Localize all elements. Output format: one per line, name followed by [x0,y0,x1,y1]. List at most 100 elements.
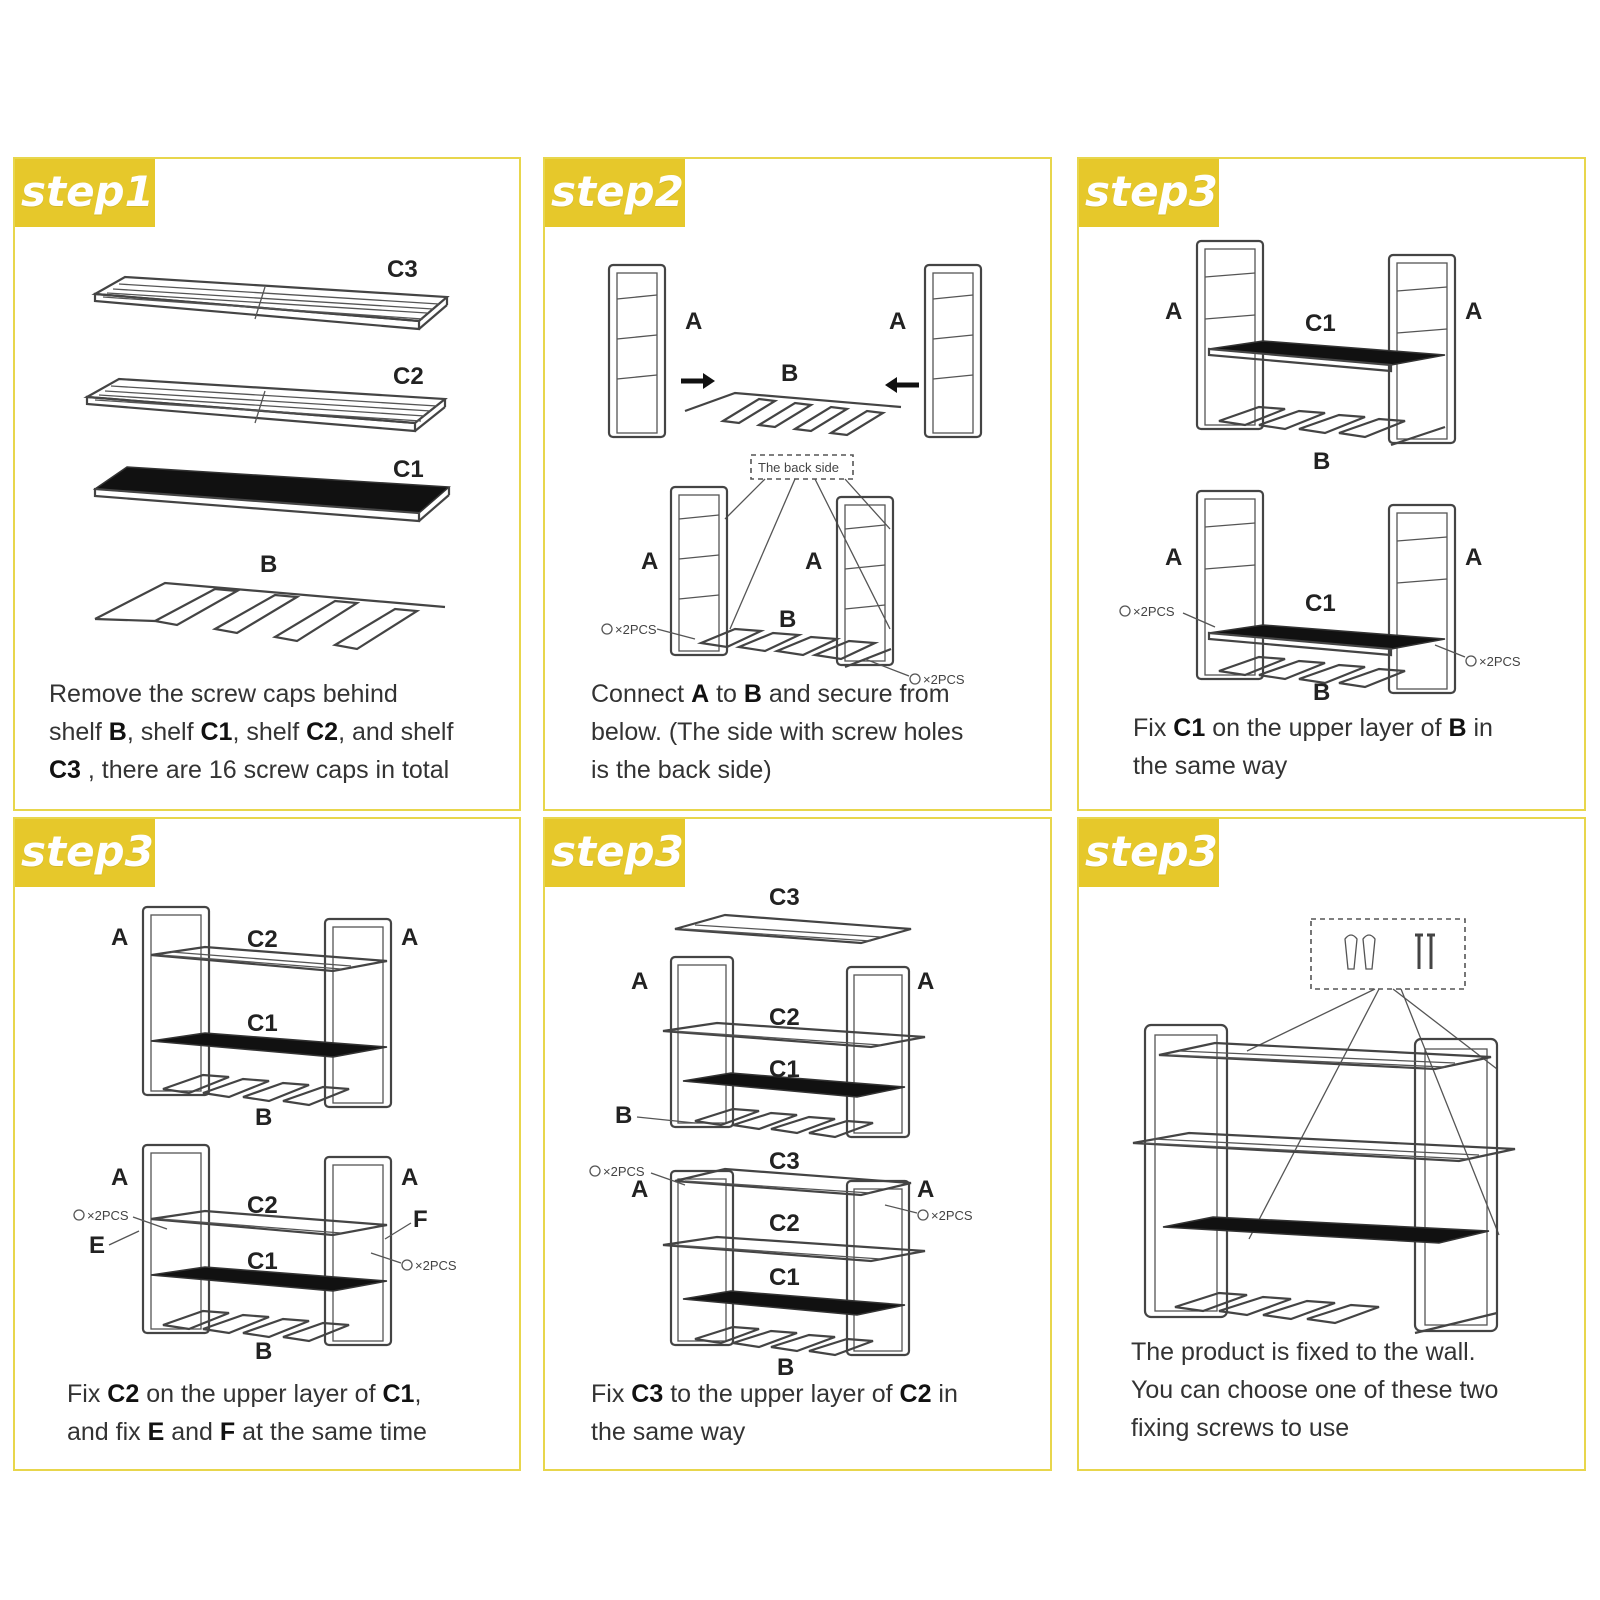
label-c1: C1 [769,1056,800,1083]
frame-a-right-top [923,263,983,439]
screw-count-label: ×2PCS [923,672,965,687]
frame-a-left-top [607,263,667,439]
label-a: A [1465,544,1482,571]
caption-part-label: A [691,680,710,708]
label-b: B [1313,448,1330,475]
step-badge: step3 [1079,159,1219,227]
screw-icon [909,673,921,685]
assembly-lower [1195,489,1457,695]
wall-anchor-icon [1344,934,1376,970]
caption-part-label: C2 [306,718,339,746]
step-badge: step3 [545,819,685,887]
label-b: B [1313,679,1331,706]
step1-diagram: C3 C2 C1 B [83,256,451,651]
label-a: A [805,548,822,575]
step2-diagram: A A B The back side [601,263,983,687]
screw-options-callout [1310,918,1466,990]
shelf-c3-drawing [91,275,450,331]
label-a: A [111,924,128,951]
caption-part-label: B [743,680,762,708]
assembly-lower [141,1143,393,1347]
label-c3: C3 [769,1148,800,1175]
screw-count-label: ×2PCS [603,1164,645,1179]
label-c2: C2 [247,1192,278,1219]
label-a: A [401,1164,418,1191]
panel-step3-wall: step3 [1077,817,1586,1471]
panel-step2: step2 A A B The back side [543,157,1052,811]
label-a: A [641,548,658,575]
label-f: F [413,1206,428,1233]
label-b: B [260,551,277,578]
label-c2: C2 [769,1004,800,1031]
label-b: B [255,1104,272,1131]
caption-part-label: C2 [107,1380,140,1408]
label-a: A [631,1176,648,1203]
screw-icon [1119,605,1131,617]
screw-count-label: ×2PCS [87,1208,129,1223]
panel-step3-c3: step3 C3 A A C2 C1 B [543,817,1052,1471]
step-badge: step1 [15,159,155,227]
label-c1: C1 [247,1248,278,1275]
label-b: B [779,606,796,633]
caption-part-label: E [147,1418,165,1446]
shelf-unit-drawing [1132,1023,1516,1335]
label-a: A [917,968,934,995]
assembly-upper [1195,239,1457,447]
screw-count-label: ×2PCS [1479,654,1521,669]
screw-count-label: ×2PCS [1133,604,1175,619]
caption-part-label: B [1448,714,1467,742]
back-side-label: The back side [758,460,839,475]
caption-part-label: C1 [1173,714,1206,742]
label-c3: C3 [387,256,418,283]
label-a: A [1165,298,1182,325]
caption-part-label: C2 [899,1380,932,1408]
step3-wall-diagram [1132,918,1516,1335]
panel-step3-c1: step3 A A C1 B [1077,157,1586,811]
label-c1: C1 [393,456,424,483]
screw-count-label: ×2PCS [615,622,657,637]
caption-part-label: C3 [631,1380,664,1408]
caption-part-label: B [108,718,127,746]
screw-icon [1415,933,1435,969]
step3-c1-diagram: A A C1 B A A C1 ×2PCS ×2PCS [1119,239,1521,695]
label-c1: C1 [1305,310,1336,337]
base-b-top [684,391,902,437]
arrow-left-icon [885,377,919,393]
label-a: A [631,968,648,995]
panel-step3-c2: step3 A A C2 C1 B [13,817,521,1471]
screw-icon [601,623,613,635]
label-c1: C1 [1305,590,1336,617]
label-a: A [111,1164,128,1191]
arrow-right-icon [681,373,715,389]
label-c2: C2 [247,926,278,953]
label-a: A [401,924,418,951]
label-b: B [777,1354,794,1379]
screw-count-label: ×2PCS [415,1258,457,1273]
assembly-bottom [669,485,895,669]
base-b-drawing [94,581,446,651]
caption-part-label: C1 [382,1380,415,1408]
step-badge: step3 [1079,819,1219,887]
screw-icon [917,1209,929,1221]
caption-part-label: F [219,1418,236,1446]
label-a: A [889,308,906,335]
label-c1: C1 [769,1264,800,1291]
screw-icon [401,1259,413,1271]
screw-icon [589,1165,601,1177]
step3-wall-caption: The product is fixed to the wall.You can… [1131,1338,1499,1442]
assembly-lower [662,1167,926,1357]
label-b: B [615,1102,632,1129]
step3-c2-caption: Fix C2 on the upper layer of C1,and fix … [67,1380,427,1446]
label-b: B [255,1338,272,1365]
label-c1: C1 [247,1010,278,1037]
label-c3: C3 [769,884,800,911]
shelf-c2-drawing [83,377,448,433]
caption-part-label: C3 [49,756,81,784]
label-a: A [1465,298,1482,325]
panel-step1: step1 C3 C2 C1 [13,157,521,811]
caption-part-label: C1 [200,718,233,746]
label-c2: C2 [393,363,424,390]
